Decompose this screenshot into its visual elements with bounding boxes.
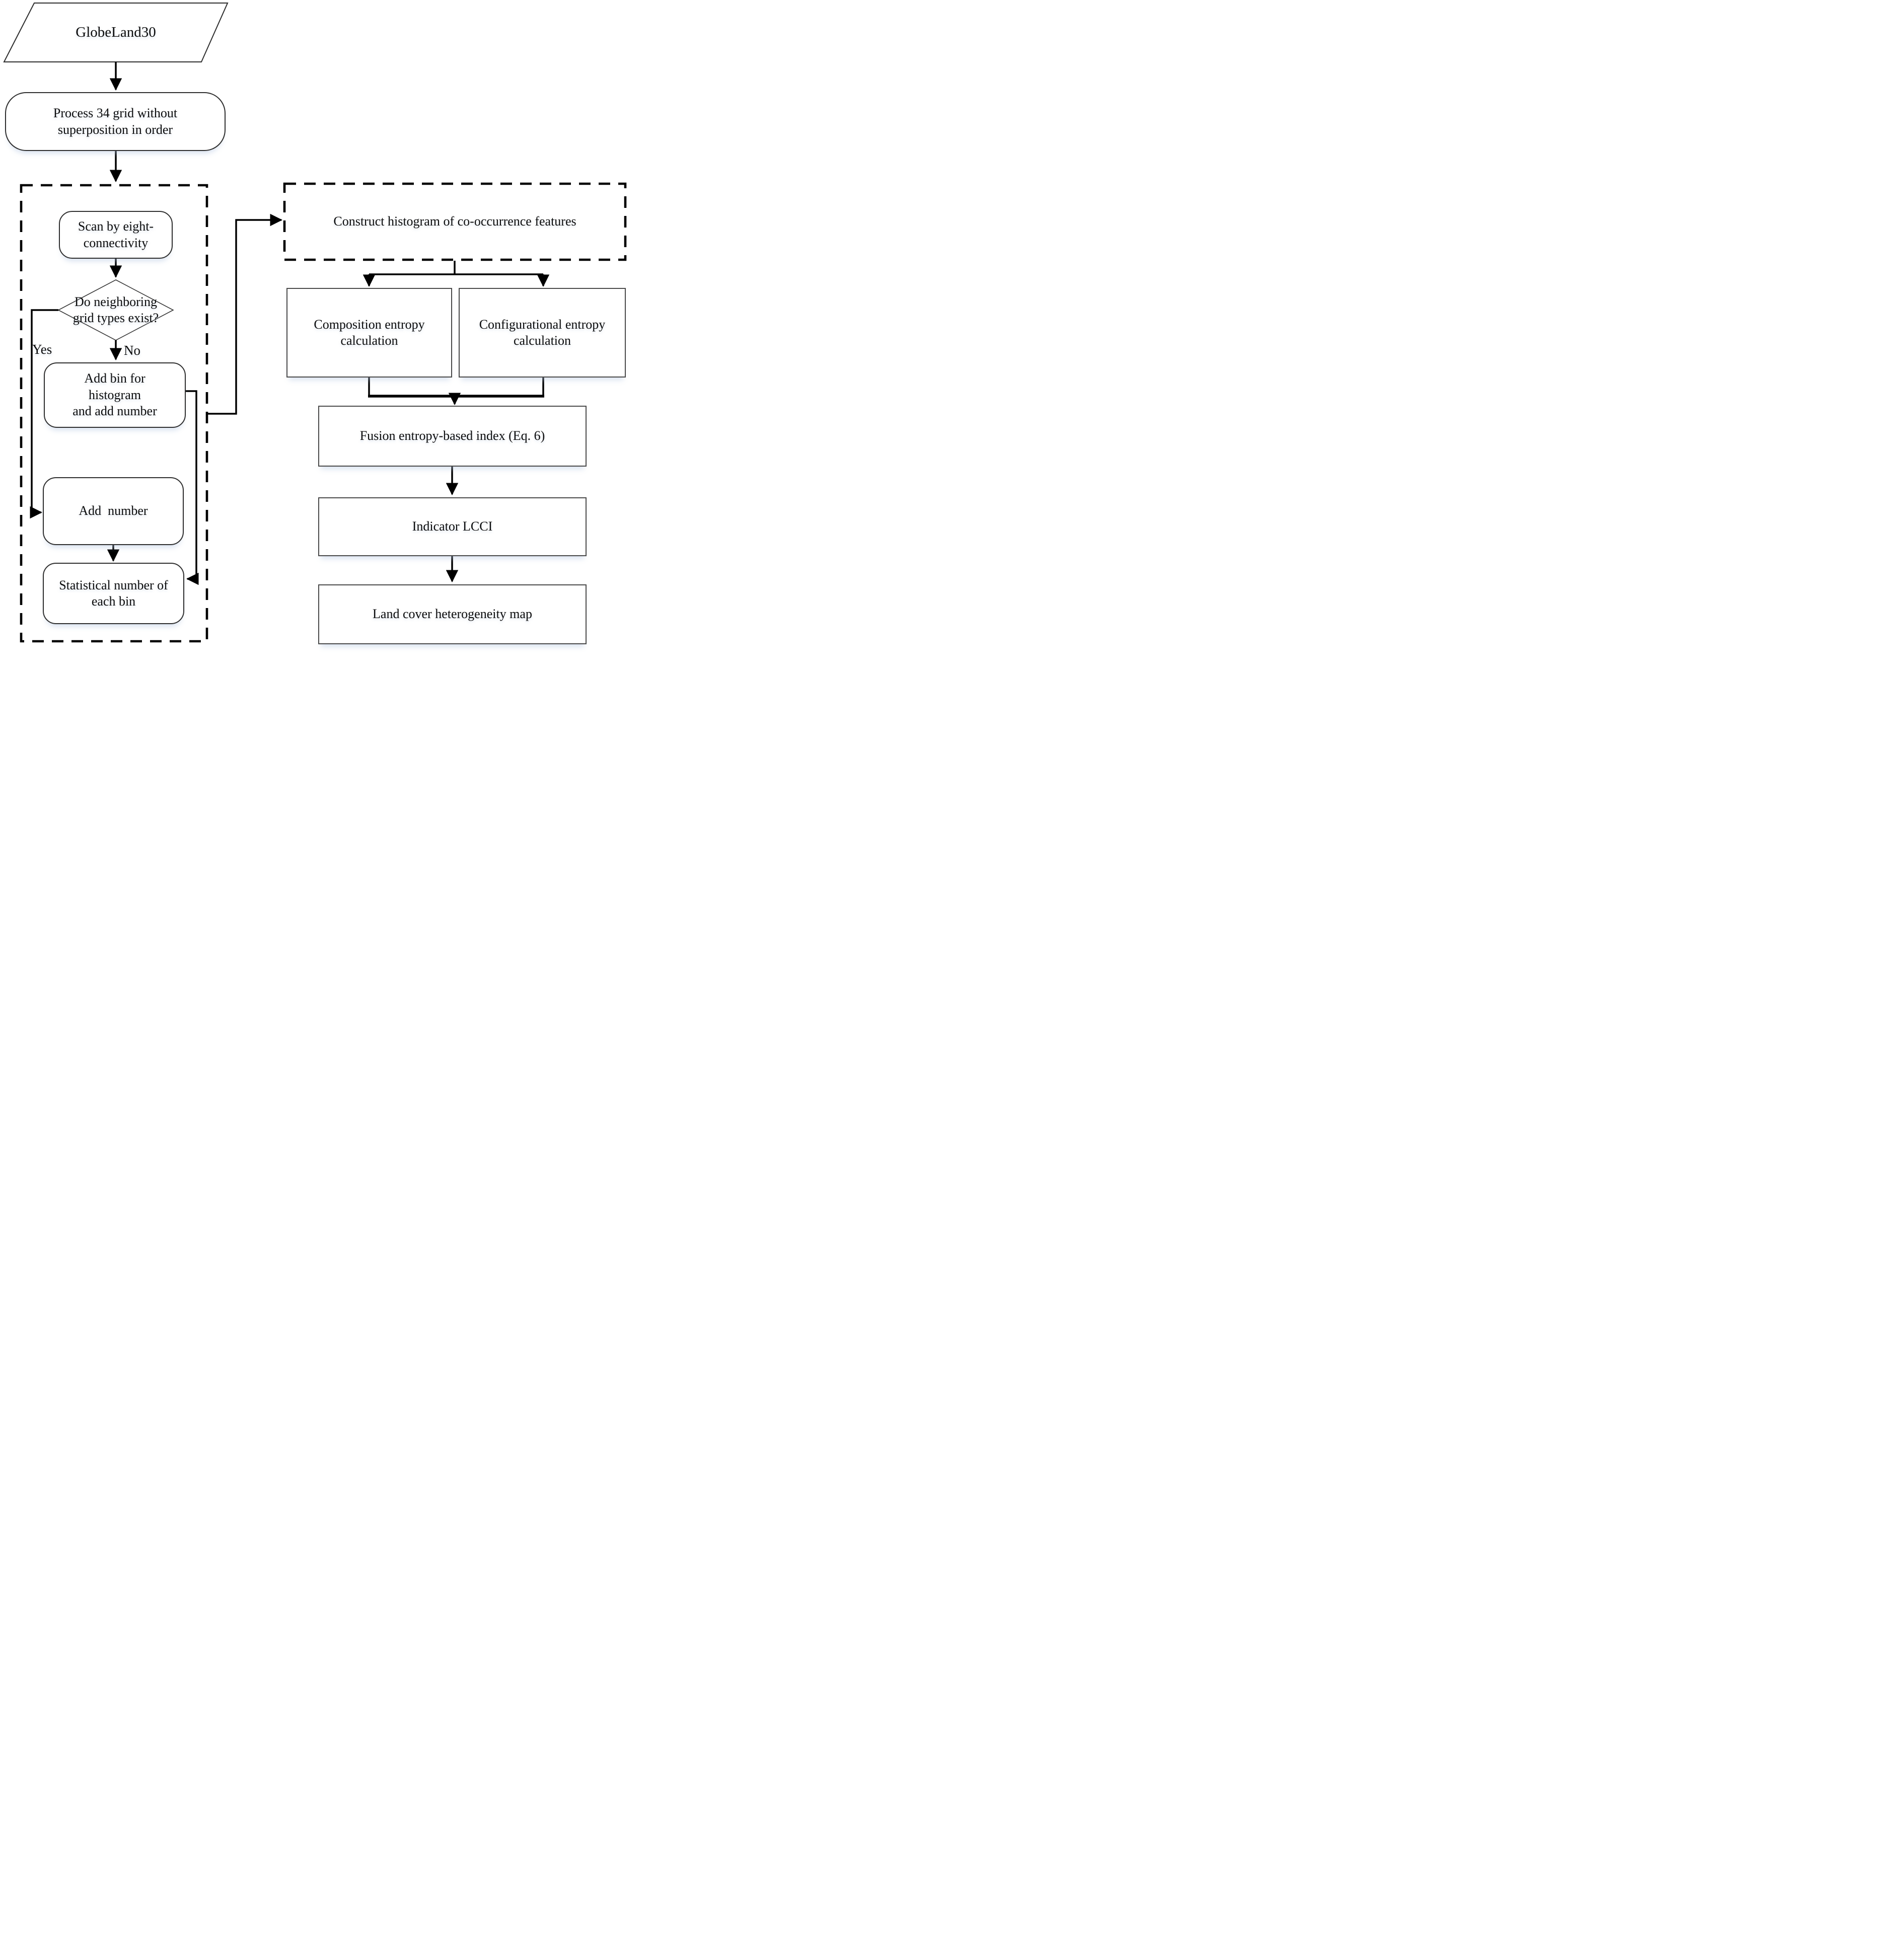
configurational-label: Configurational entropy calculation: [479, 317, 606, 348]
process-label: Process 34 grid without superposition in…: [53, 106, 178, 137]
node-configurational: Configurational entropy calculation: [459, 288, 626, 378]
node-add-number: Add number: [43, 477, 184, 545]
node-add-bin: Add bin for histogram and add number: [44, 362, 186, 428]
node-statistical: Statistical number of each bin: [43, 563, 184, 624]
edge-addbin-to-statistical: [186, 390, 199, 585]
node-landcover: Land cover heterogeneity map: [318, 584, 587, 644]
fusion-label: Fusion entropy-based index (Eq. 6): [359, 428, 545, 443]
node-composition: Composition entropy calculation: [286, 288, 452, 378]
edge-decision-yes-to-addnumber: [30, 309, 58, 519]
globeland-parallelogram-shape: [3, 3, 229, 62]
composition-label: Composition entropy calculation: [314, 317, 425, 348]
node-fusion: Fusion entropy-based index (Eq. 6): [318, 406, 587, 467]
decision-diamond-shape: [57, 279, 174, 341]
scan-label: Scan by eight- connectivity: [78, 219, 154, 250]
statistical-label: Statistical number of each bin: [59, 577, 168, 609]
add-bin-label: Add bin for histogram and add number: [72, 371, 157, 419]
flowchart-canvas: GlobeLand30 Process 34 grid without supe…: [0, 0, 629, 653]
add-number-label: Add number: [79, 503, 148, 518]
node-scan: Scan by eight- connectivity: [59, 211, 173, 259]
indicator-label: Indicator LCCI: [412, 519, 493, 534]
construct-dashed-boundary: [283, 182, 627, 261]
edge-label-no: No: [124, 343, 140, 358]
flow-connectors-layer: [3, 3, 627, 643]
landcover-label: Land cover heterogeneity map: [373, 607, 532, 622]
node-indicator: Indicator LCCI: [318, 497, 587, 556]
edge-loop-to-construct: [207, 213, 282, 415]
node-process: Process 34 grid without superposition in…: [5, 92, 226, 151]
edge-label-yes: Yes: [32, 342, 52, 357]
